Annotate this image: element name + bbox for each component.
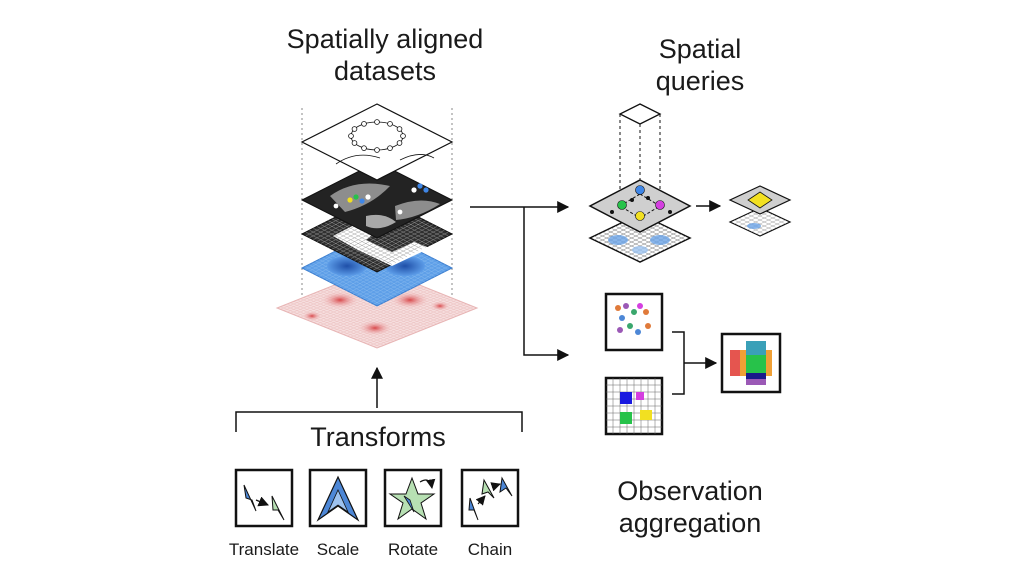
outline-vertex [374,147,380,153]
grid-line [370,305,471,346]
grid-line [350,220,426,259]
query-box [618,103,662,125]
datasets-title-line2: datasets [333,55,437,86]
queries-title-line2: queries [655,65,745,96]
grid-line [346,218,423,258]
grid-line [373,306,474,347]
arrow-to-aggregation [523,207,570,361]
grid-line [751,211,782,227]
aggregation-title: Observation aggregation [590,476,790,540]
grid-line [373,266,449,305]
transform-label-rotate: Rotate [387,540,439,559]
rotate-icon [388,476,436,521]
outline-vertex [351,140,358,146]
translate-icon [243,484,285,521]
transforms-title: Transforms [310,422,446,452]
grid-line [363,260,439,300]
grid-line [751,217,782,233]
transforms-bracket [235,411,523,432]
outline-vertex [396,126,403,132]
transform-label-chain: Chain [467,540,513,559]
layer-shapes [300,103,454,181]
outline-vertex [374,119,380,125]
points-box [604,292,664,352]
scale-icon [316,475,360,522]
query-result [728,185,792,237]
outline-vertex [351,126,358,132]
outline-vertex [348,133,354,139]
dataset-stack [275,103,479,349]
datasets-title: Spatially aligned datasets [240,24,530,88]
query-grid-layer [588,213,692,263]
aggregation-bracket [672,331,685,395]
grid-line [365,228,441,267]
raster-grid [606,378,662,434]
grid-line [738,211,769,227]
chain-icon [468,476,513,521]
grid-line [358,224,434,263]
queries-title-line1: Spatial [658,34,742,64]
grid-line [747,213,778,229]
aggregated-table [730,341,772,385]
grid-line [635,235,686,261]
outline-vertex [361,145,367,151]
aggregation-title-line1: Observation [617,476,763,506]
grid-line [369,229,445,269]
datasets-title-line1: Spatially aligned [286,24,484,54]
grid-line [366,303,468,345]
transform-label-scale: Scale [316,540,360,559]
transform-label-translate: Translate [228,540,300,559]
queries-title: Spatial queries [620,34,780,98]
grid-line [361,226,438,265]
translate-box [234,468,294,528]
flow-arrows [470,201,570,361]
outline-vertex [387,145,393,151]
chain-box [460,468,520,528]
transform-icons [234,468,520,528]
layer-segmentation [300,161,454,239]
raster-cells [620,392,652,424]
grid-line [755,219,786,235]
spatial-queries-panel [588,103,792,263]
grid-line [370,264,446,303]
aggregation-title-line2: aggregation [618,507,762,538]
outline-vertex [361,121,367,127]
points-scatter [615,303,651,335]
grid-line [742,215,773,231]
grid-line [366,262,442,301]
outline-vertex [387,121,393,127]
aggregation-panel [604,292,782,436]
grid-line [354,222,430,261]
query-points-layer [588,179,692,233]
outline-vertex [396,140,403,146]
grid-line [373,231,449,271]
outline-vertex [400,133,406,139]
